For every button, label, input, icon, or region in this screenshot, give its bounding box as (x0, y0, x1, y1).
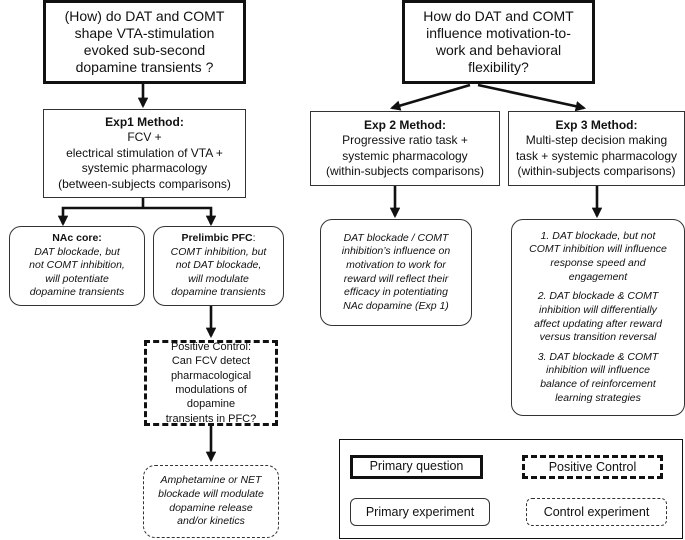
legend-control-experiment-label: Control experiment (543, 504, 650, 519)
exp3-hypotheses-box: 1. DAT blockade, but not COMT inhibition… (511, 219, 685, 416)
exp1-line: FCV + (127, 130, 162, 145)
pfc-title: Prelimbic PFC (181, 231, 253, 244)
exp3-hypothesis-line: response speed and (550, 257, 646, 270)
question-1-line: evoked sub-second (83, 42, 206, 58)
exp3-hypothesis-line: versus transition reversal (539, 331, 657, 344)
exp3-hypothesis-1: 1. DAT blockade, but not COMT inhibition… (529, 230, 667, 285)
exp2-hypothesis-line: motivation to work for (346, 258, 446, 271)
exp2-hypothesis-line: efficacy in potentiating (344, 286, 448, 299)
positive-control-line: transients in PFC? (165, 412, 257, 425)
exp2-line: (within-subjects comparisons) (325, 163, 485, 178)
exp1-line: systemic pharmacology (81, 161, 208, 176)
exp3-hypothesis-3: 3. DAT blockade & COMT inhibition will i… (538, 351, 659, 406)
control-hypothesis-box: Amphetamine or NET blockade will modulat… (143, 465, 279, 538)
arrow-exp1-branch (61, 198, 213, 222)
question-2-line: How do DAT and COMT (423, 7, 574, 24)
positive-control-line: Can FCV detect (171, 355, 251, 368)
legend-positive-control-label: Positive Control (548, 459, 637, 474)
exp1-line: electrical stimulation of VTA + (66, 145, 223, 160)
legend-primary-experiment: Primary experiment (350, 498, 490, 526)
exp2-title: Exp 2 Method: (363, 117, 446, 132)
exp3-hypothesis-line: 3. DAT blockade & COMT (537, 350, 659, 363)
nac-title: NAc core: (52, 231, 102, 244)
exp3-title: Exp 3 Method: (555, 117, 638, 132)
pfc-line: dopamine transients (171, 286, 266, 299)
exp2-hypothesis-line: DAT blockade / COMT (343, 231, 449, 244)
nac-core-hypothesis-box: NAc core: DAT blockade, but not COMT inh… (9, 226, 145, 306)
pfc-title-colon: : (252, 231, 256, 244)
legend-primary-question-label: Primary question (369, 459, 464, 474)
arrow-q2-exp3 (477, 83, 587, 112)
positive-control-box: Positive Control: Can FCV detect pharmac… (144, 340, 278, 426)
exp3-line: (within-subjects comparisons) (517, 163, 676, 178)
pfc-line: not DAT blockade, (175, 259, 262, 272)
control-hypothesis-line: blockade will modulate (158, 487, 264, 500)
exp1-title: Exp1 Method: (105, 115, 184, 130)
exp3-hypothesis-2: 2. DAT blockade & COMT inhibition will d… (534, 290, 662, 345)
exp3-hypothesis-line: inhibition will influence (546, 364, 650, 377)
pfc-line: COMT inhibition, but (170, 245, 267, 258)
pfc-hypothesis-box: Prelimbic PFC: COMT inhibition, but not … (153, 226, 284, 306)
control-hypothesis-line: and/or kinetics (177, 515, 245, 528)
exp3-line: Multi-step decision making (525, 133, 668, 148)
legend-primary-question: Primary question (350, 455, 483, 479)
control-hypothesis-line: dopamine release (169, 501, 253, 514)
nac-line: not COMT inhibition, (29, 259, 125, 272)
exp3-method-box: Exp 3 Method: Multi-step decision making… (508, 111, 685, 186)
exp3-hypothesis-line: 1. DAT blockade, but not (540, 229, 656, 242)
legend-control-experiment: Control experiment (526, 498, 667, 526)
exp2-hypothesis-line: NAc dopamine (Exp 1) (343, 299, 449, 312)
legend-primary-experiment-label: Primary experiment (365, 504, 475, 519)
exp3-hypothesis-line: inhibition will differentially (539, 303, 657, 316)
nac-line: DAT blockade, but (34, 245, 120, 258)
positive-control-line: pharmacological (170, 369, 252, 382)
exp2-line: Progressive ratio task + (342, 133, 468, 148)
exp3-hypothesis-line: balance of reinforcement (540, 377, 656, 390)
exp3-hypothesis-line: engagement (568, 270, 628, 283)
exp1-line: (between-subjects comparisons) (58, 176, 231, 191)
positive-control-line: Positive Control: (170, 341, 252, 354)
exp2-line: systemic pharmacology (342, 148, 468, 163)
exp3-hypothesis-line: 2. DAT blockade & COMT (537, 290, 659, 303)
question-2-line: work and behavioral (435, 42, 562, 58)
question-1-line: shape VTA-stimulation (74, 24, 215, 41)
legend-positive-control: Positive Control (522, 455, 663, 479)
question-2-line: flexibility? (468, 59, 529, 76)
question-1-line: dopamine transients ? (75, 59, 214, 76)
exp2-method-box: Exp 2 Method: Progressive ratio task + s… (310, 111, 500, 186)
question-1-box: (How) do DAT and COMT shape VTA-stimulat… (43, 0, 246, 84)
positive-control-line: modulations of dopamine (175, 384, 247, 411)
nac-line: dopamine transients (29, 286, 125, 299)
exp3-hypothesis-line: learning strategies (555, 391, 641, 404)
exp2-hypothesis-line: inhibition’s influence on (341, 245, 451, 258)
exp2-hypothesis-line: reward will reflect their (343, 272, 449, 285)
exp3-line: task + systemic pharmacology (515, 148, 678, 163)
exp3-hypothesis-line: affect updating after reward (534, 317, 662, 330)
pfc-line: will modulate (188, 272, 249, 285)
question-2-line: influence motivation-to- (426, 24, 571, 41)
control-hypothesis-line: Amphetamine or NET (160, 474, 262, 487)
nac-line: will potentiate (45, 272, 109, 285)
exp1-method-box: Exp1 Method: FCV + electrical stimulatio… (43, 109, 246, 198)
exp3-hypothesis-line: COMT inhibition will influence (529, 243, 667, 256)
question-1-line: (How) do DAT and COMT (64, 7, 225, 24)
arrow-q2-exp2 (390, 83, 471, 111)
question-2-box: How do DAT and COMT influence motivation… (402, 0, 595, 84)
exp2-hypothesis-box: DAT blockade / COMT inhibition’s influen… (320, 219, 472, 326)
